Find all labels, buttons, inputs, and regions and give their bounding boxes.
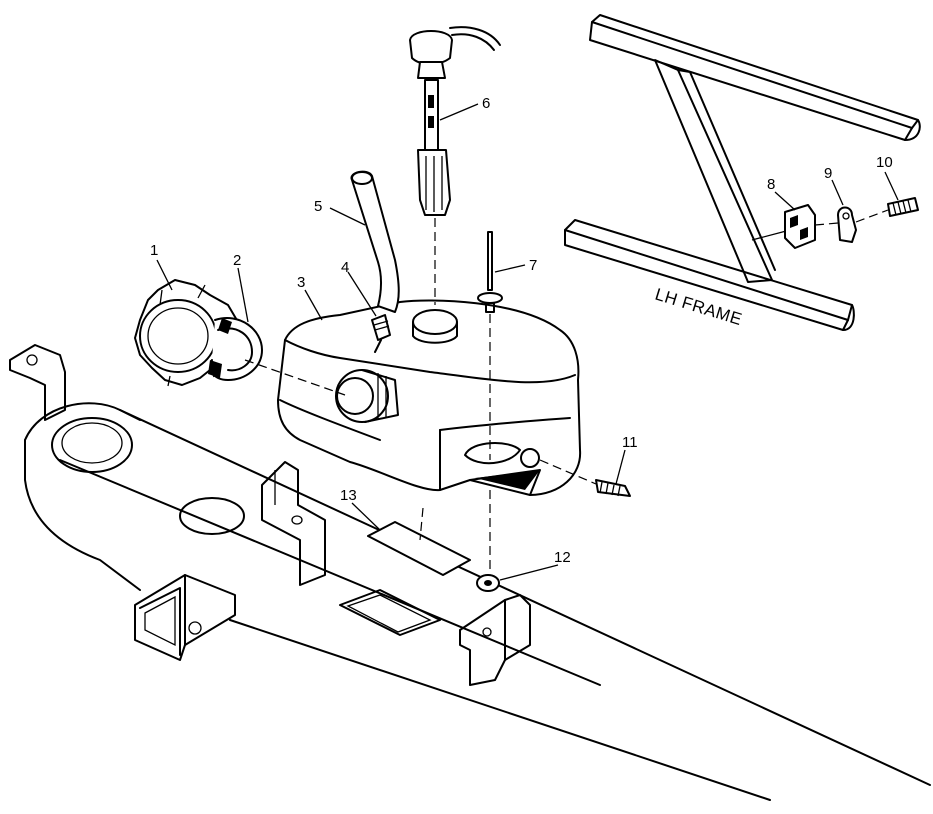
- guide-cap-to-neck: [244, 359, 346, 396]
- part-7-sensor-probe: [477, 231, 503, 570]
- part-4-fitting: [371, 314, 391, 353]
- part-12-washer: [476, 574, 500, 592]
- guide-clip-to-frame: [814, 222, 839, 226]
- callout-7: 7: [529, 257, 537, 274]
- part-2-cap-ring: [208, 317, 263, 381]
- lh-frame-section: [564, 14, 921, 331]
- part-10-bolt: [855, 197, 919, 223]
- part-6-dipstick: [409, 26, 501, 305]
- lh-frame-label: LH FRAME: [653, 285, 745, 329]
- part-8-clip: [784, 204, 816, 249]
- callout-1: 1: [150, 242, 158, 259]
- callout-9: 9: [824, 165, 832, 182]
- callout-6: 6: [482, 95, 490, 112]
- chassis-frame: [9, 344, 931, 801]
- callout-13: 13: [340, 487, 357, 504]
- leader-lines: [156, 103, 899, 581]
- callout-2: 2: [233, 252, 241, 269]
- callout-4: 4: [341, 259, 349, 276]
- callout-3: 3: [297, 274, 305, 291]
- callout-11: 11: [622, 434, 638, 451]
- part-3-oil-tank: [277, 299, 582, 496]
- part-9-bracket: [837, 206, 857, 243]
- part-13-tank-pad: [367, 507, 471, 576]
- callout-8: 8: [767, 176, 775, 193]
- callout-5: 5: [314, 198, 322, 215]
- callout-10: 10: [876, 154, 893, 171]
- part-5-vent-hose: [350, 170, 400, 313]
- callout-12: 12: [554, 549, 571, 566]
- part-11-drain-bolt: [539, 459, 631, 497]
